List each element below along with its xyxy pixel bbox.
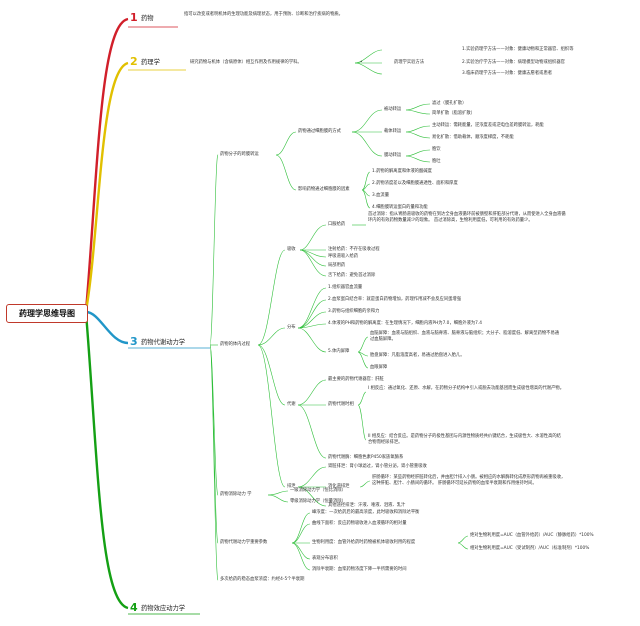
method-item-3: 3.临床药理学方法——对象：健康志愿者或患者 (462, 71, 553, 76)
main-number-2: 2 (130, 55, 138, 68)
node-barrier[interactable]: 5.体内屏障 (328, 349, 350, 354)
node-metab[interactable]: 代谢 (287, 402, 296, 407)
main-number-3: 3 (130, 335, 138, 348)
distrib-item-4: 4.体液的PH和药物的解离度：在生理情况下，细胞内液PH为7.0，细胞外液为7.… (328, 321, 483, 326)
first-pass-text: 首过消除：指从胃肠道吸收的药物在到达全身血液循环前被肠壁和肝脏部分代谢，从而使进… (368, 212, 566, 223)
node-excret[interactable]: 排泄 (287, 484, 296, 489)
pk-item-1: 峰浓度：一次给药后的最高浓度，此时吸收和消除达平衡 (312, 510, 420, 515)
pharmacology-definition: 研究药物与机体（含病原体）相互作用及作用规律的学科。 (190, 60, 302, 65)
branch-3-line (85, 310, 129, 345)
collapse-dot[interactable]: • (360, 60, 363, 65)
pk-item-vd: 表观分布容积 (312, 556, 338, 561)
factor-item-4: 4.细胞膜转运蛋白的量和功能 (372, 205, 428, 210)
ba-item-2: 相对生物利用度=AUC（受试制剂）/AUC（标准制剂）*100% (470, 546, 590, 551)
main-number-4: 4 (130, 601, 138, 614)
absorb-item-4: 舌下给药：避免首过消除 (328, 273, 376, 278)
metab-enzyme: 药物代谢酶：细胞色素P450家族氧酶系 (328, 455, 404, 460)
node-excret-gut[interactable]: 消化道排泄 (328, 484, 350, 489)
carrier-item-2: 易化扩散：借助载体，顺浓度梯度，不耗能 (432, 135, 514, 140)
metab-organ: 最主要的药物代谢器官：肝脏 (328, 377, 384, 382)
node-multi-dose[interactable]: 多次给药的稳态血浆浓度：约经4-5个半衰期 (220, 577, 305, 582)
branch-4-line (84, 312, 129, 610)
elim-item-1: 一级消除动力学（恒比消除） (290, 488, 346, 493)
node-pk[interactable]: 药物代谢动力学重要参数 (220, 540, 268, 545)
distrib-item-1: 1.组织器官血流量 (328, 285, 363, 290)
root-topic[interactable]: 药理学思维导图 (6, 304, 88, 323)
node-transport[interactable]: 药物分子的跨膜转运 (220, 152, 259, 157)
pk-item-halflife: 消除半衰期：血浆药物浓度下降一半所需要的时间 (312, 567, 407, 572)
pk-item-2: 曲线下面积：反应药物吸收进入血液循环的相对量 (312, 521, 407, 526)
main-topic-pharmacology[interactable]: 药理学 (141, 59, 160, 66)
barrier-placenta: 胎盘屏障：凡脂溶度高者，易通过胎盘进入胎儿。 (370, 353, 465, 358)
methods-node[interactable]: 药理学实验方法 (394, 60, 425, 65)
node-distrib[interactable]: 分布 (287, 325, 296, 330)
node-process[interactable]: 药物的体内过程 (220, 342, 251, 347)
sub-connectors (209, 49, 469, 581)
excret-other: 其他途径排泄：汗液、唾液、泪液、乳汁 (328, 503, 406, 508)
method-item-1: 1.实验药理学方法——对象：健康动物和正常器官、组织等 (462, 47, 574, 52)
main-topic-pharmacokinetics[interactable]: 药物代谢动力学 (141, 339, 186, 346)
barrier-blood-eye: 血眼屏障 (370, 365, 388, 370)
drug-definition: 指可以改变或者明机体的生理功能及病理状态，用于预防、诊断和治疗疾病的物质。 (184, 12, 343, 17)
node-metab-step[interactable]: 药物代谢时相 (328, 402, 354, 407)
membrane-item-1: 胞饮 (432, 147, 441, 152)
node-absorb[interactable]: 吸收 (287, 247, 296, 252)
ba-item-1: 绝对生物利用度=AUC（血管外给药）/AUC（静脉给药）*100% (470, 533, 594, 538)
passive-item-2: 简单扩散（脂溶扩散） (432, 111, 475, 116)
node-passive[interactable]: 被动转运 (384, 107, 402, 112)
branch-1-line (84, 17, 129, 312)
excret-kidney: 肾脏排泄：肾小球滤过，肾小管分泌，肾小管重吸收 (328, 464, 427, 469)
distrib-item-3: 3.药物与组织细胞的亲和力 (328, 309, 380, 314)
node-oral[interactable]: 口服给药 (328, 222, 346, 227)
factor-item-3: 3.血流量 (372, 193, 389, 198)
elim-item-2: 零级消除动力学（恒量消除） (290, 499, 346, 504)
passive-item-1: 滤过（膜孔扩散） (432, 101, 467, 106)
main-topic-drug[interactable]: 药物 (141, 15, 154, 22)
node-transport-mode[interactable]: 药物通过细胞膜的方式 (298, 129, 341, 134)
phase2-text: II 相反应：结合反应。是药物分子的极性基团与内源性物质经共价键结合，生成极性大… (368, 434, 561, 445)
branch-2-line (84, 61, 129, 312)
absorb-item-2: 呼吸道吸入给药 (328, 254, 359, 259)
node-membrane[interactable]: 膜动转运 (384, 153, 402, 158)
hepato-text: 肝肠循环：某些药物经肝脏转化后，并由胆汁排入小肠。被相应的水解酶转化成原形药物再… (372, 475, 566, 486)
carrier-item-1: 主动转运：需耗能量，逆浓度差或逆电位差跨膜转运，耗能 (432, 123, 544, 128)
factor-item-2: 2.药物浓度差以及细胞膜通透性、面积和厚度 (372, 181, 458, 186)
phase1-text: I 相反应：通过氧化、还原、水解，在药物分子结构中引入或脱去功能基团而生成极性增… (368, 386, 564, 391)
main-number-1: 1 (130, 11, 138, 24)
distrib-item-2: 2.血浆蛋白结合率：就是蛋白药物增加，药理作用减不会反应同蛋增强 (328, 297, 462, 302)
method-item-2: 2.实验治疗学方法——对象：病理模型动物或组织器官 (462, 60, 565, 65)
node-carrier[interactable]: 载体转运 (384, 129, 402, 134)
membrane-item-2: 胞吐 (432, 159, 441, 164)
node-bioavailability[interactable]: 生物利用度：血管外给药时药物被机体吸收利用的程度 (312, 540, 416, 545)
main-topic-pharmacodynamics[interactable]: 药物效应动力学 (141, 605, 186, 612)
factor-item-1: 1.药物的解离度和体液的酸碱度 (372, 169, 432, 174)
node-factors[interactable]: 影响药物通过细胞膜的因素 (298, 187, 350, 192)
absorb-item-1: 注射给药：不存在吸收过程 (328, 247, 380, 252)
node-elim[interactable]: 药物消除动力 学 (220, 492, 252, 497)
absorb-item-3: 局部用药 (328, 263, 346, 268)
barrier-blood-brain: 血脑屏障：血液与脑组织、血液与脑脊液、脑脊液与脑组织；大分子、脂溶度低、解离型药… (370, 331, 560, 342)
